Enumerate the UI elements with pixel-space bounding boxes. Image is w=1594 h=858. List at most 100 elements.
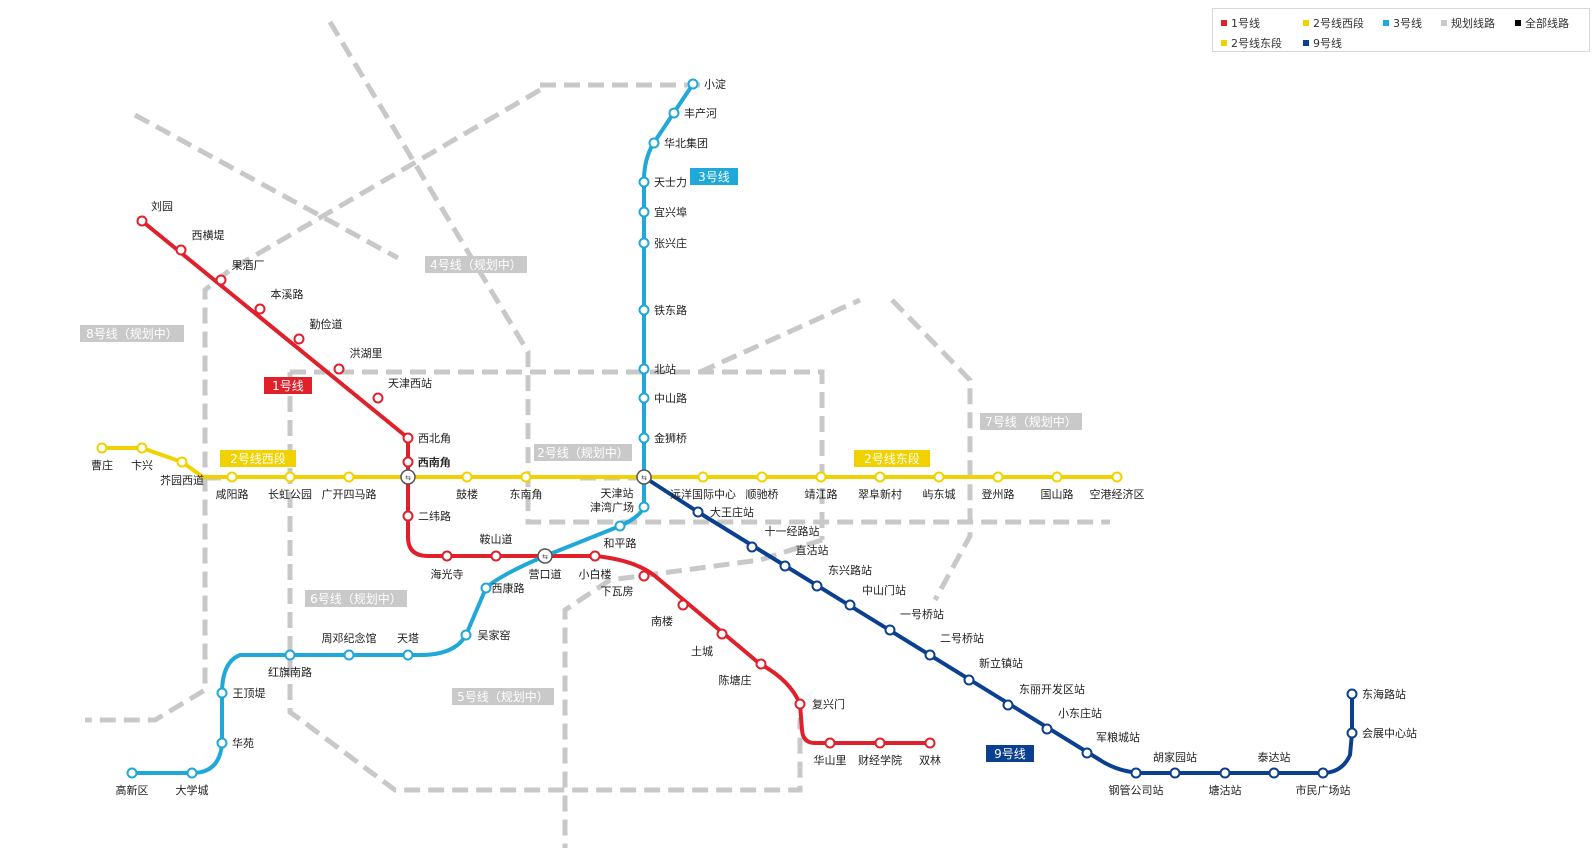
station-label: 津湾广场 bbox=[590, 500, 634, 514]
legend-line9[interactable]: 9号线 bbox=[1303, 35, 1342, 51]
station-line1 bbox=[716, 628, 728, 640]
station-line1 bbox=[755, 658, 767, 670]
station-label: 军粮城站 bbox=[1096, 730, 1140, 744]
station-label: 翠阜新村 bbox=[858, 487, 902, 501]
station-label: 东南角 bbox=[510, 488, 543, 501]
legend-label: 规划线路 bbox=[1451, 17, 1495, 30]
station-label: 土城 bbox=[691, 645, 713, 658]
station-label: 东兴路站 bbox=[828, 563, 872, 577]
station-label: 北站 bbox=[654, 362, 676, 376]
stations: ⇆⇆⇆ bbox=[96, 78, 1358, 779]
line3-tag: 3号线 bbox=[698, 170, 730, 184]
line9-tag-box bbox=[986, 745, 1034, 762]
station-line9 bbox=[1317, 767, 1329, 779]
station-line1 bbox=[254, 303, 266, 315]
station-label: 咸阳路 bbox=[216, 488, 249, 501]
station-line2 bbox=[815, 471, 827, 483]
legend-planned[interactable]: 规划线路 bbox=[1441, 15, 1495, 31]
line5-planned-tag: 5号线（规划中） bbox=[457, 689, 549, 704]
station-label: 十一经路站 bbox=[765, 524, 820, 538]
station-label: 双林 bbox=[919, 753, 941, 767]
station-label: 直沽站 bbox=[796, 543, 829, 557]
station-label: 二号桥站 bbox=[940, 631, 984, 645]
station-line1 bbox=[677, 599, 689, 611]
legend-label: 2号线西段 bbox=[1313, 17, 1364, 30]
station-label: 南楼 bbox=[651, 614, 673, 628]
station-label: 华苑 bbox=[232, 736, 254, 750]
station-label: 西横堤 bbox=[192, 228, 225, 242]
planned-line bbox=[698, 297, 862, 375]
station-label: 西康路 bbox=[492, 581, 525, 595]
station-label: 果酒厂 bbox=[232, 259, 265, 272]
station-line2 bbox=[461, 471, 473, 483]
legend-label: 9号线 bbox=[1313, 37, 1342, 50]
station-label: 财经学院 bbox=[858, 753, 902, 767]
station-line2 bbox=[1111, 471, 1123, 483]
station-label: 天津站 bbox=[601, 486, 634, 500]
legend-line2-east[interactable]: 2号线东段 bbox=[1221, 35, 1282, 51]
station-label: 周邓纪念馆 bbox=[322, 631, 377, 645]
station-line2 bbox=[992, 471, 1004, 483]
station-line1 bbox=[402, 456, 414, 468]
legend-swatch bbox=[1221, 20, 1227, 26]
interchange-glyph: ⇆ bbox=[641, 474, 647, 482]
station-label: 西北角 bbox=[418, 432, 451, 445]
legend-label: 全部线路 bbox=[1525, 17, 1569, 30]
station-line3 bbox=[402, 649, 414, 661]
station-label: 靖江路 bbox=[805, 488, 838, 501]
station-label: 中山门站 bbox=[862, 583, 906, 597]
station-line3 bbox=[638, 206, 650, 218]
station-line9 bbox=[811, 580, 823, 592]
legend-swatch bbox=[1303, 20, 1309, 26]
legend-swatch bbox=[1441, 20, 1447, 26]
station-line9 bbox=[884, 624, 896, 636]
station-label: 高新区 bbox=[116, 783, 149, 797]
line3-route bbox=[132, 82, 695, 775]
station-line3 bbox=[216, 737, 228, 749]
station-label: 东丽开发区站 bbox=[1019, 682, 1085, 696]
legend-line2-west[interactable]: 2号线西段 bbox=[1303, 15, 1364, 31]
station-line3 bbox=[186, 767, 198, 779]
station-line3 bbox=[638, 176, 650, 188]
station-line3 bbox=[460, 629, 472, 641]
station-line1 bbox=[293, 333, 305, 345]
line2-east-tag-box bbox=[854, 450, 930, 467]
station-line1 bbox=[794, 698, 806, 710]
station-label: 新立镇站 bbox=[979, 656, 1023, 670]
station-line9 bbox=[963, 674, 975, 686]
legend-line1[interactable]: 1号线 bbox=[1221, 15, 1260, 31]
line1-tag: 1号线 bbox=[272, 379, 304, 393]
station-label: 陈塘庄 bbox=[719, 673, 752, 687]
station-line3 bbox=[638, 392, 650, 404]
station-line2 bbox=[96, 442, 108, 454]
legend-label: 3号线 bbox=[1393, 17, 1422, 30]
station-line9 bbox=[1219, 767, 1231, 779]
station-line9 bbox=[1002, 699, 1014, 711]
line2-east-tag: 2号线东段 bbox=[864, 451, 920, 466]
station-label: 泰达站 bbox=[1258, 750, 1291, 764]
station-label: 华山里 bbox=[814, 753, 847, 767]
station-line9 bbox=[1041, 723, 1053, 735]
interchange-glyph: ⇆ bbox=[542, 553, 548, 561]
station-label: 远洋国际中心 bbox=[670, 487, 736, 501]
station-label: 本溪路 bbox=[271, 287, 304, 301]
legend-swatch bbox=[1515, 20, 1521, 26]
station-label: 小淀 bbox=[704, 77, 726, 91]
station-label: 曹庄 bbox=[91, 458, 113, 472]
planned-line bbox=[287, 372, 803, 793]
station-label: 下瓦房 bbox=[601, 585, 634, 598]
interchange-icon bbox=[636, 469, 652, 485]
station-line3 bbox=[638, 501, 650, 513]
legend-all[interactable]: 全部线路 bbox=[1515, 15, 1569, 31]
station-line2 bbox=[226, 471, 238, 483]
station-line1 bbox=[638, 570, 650, 582]
line4-planned-tag: 4号线（规划中） bbox=[430, 257, 522, 272]
line2-planned-tag-box bbox=[534, 444, 632, 461]
legend-line3[interactable]: 3号线 bbox=[1383, 15, 1422, 31]
station-label: 红旗南路 bbox=[268, 665, 312, 679]
station-line2 bbox=[176, 456, 188, 468]
station-line1 bbox=[490, 550, 502, 562]
station-label: 洪湖里 bbox=[350, 346, 383, 360]
